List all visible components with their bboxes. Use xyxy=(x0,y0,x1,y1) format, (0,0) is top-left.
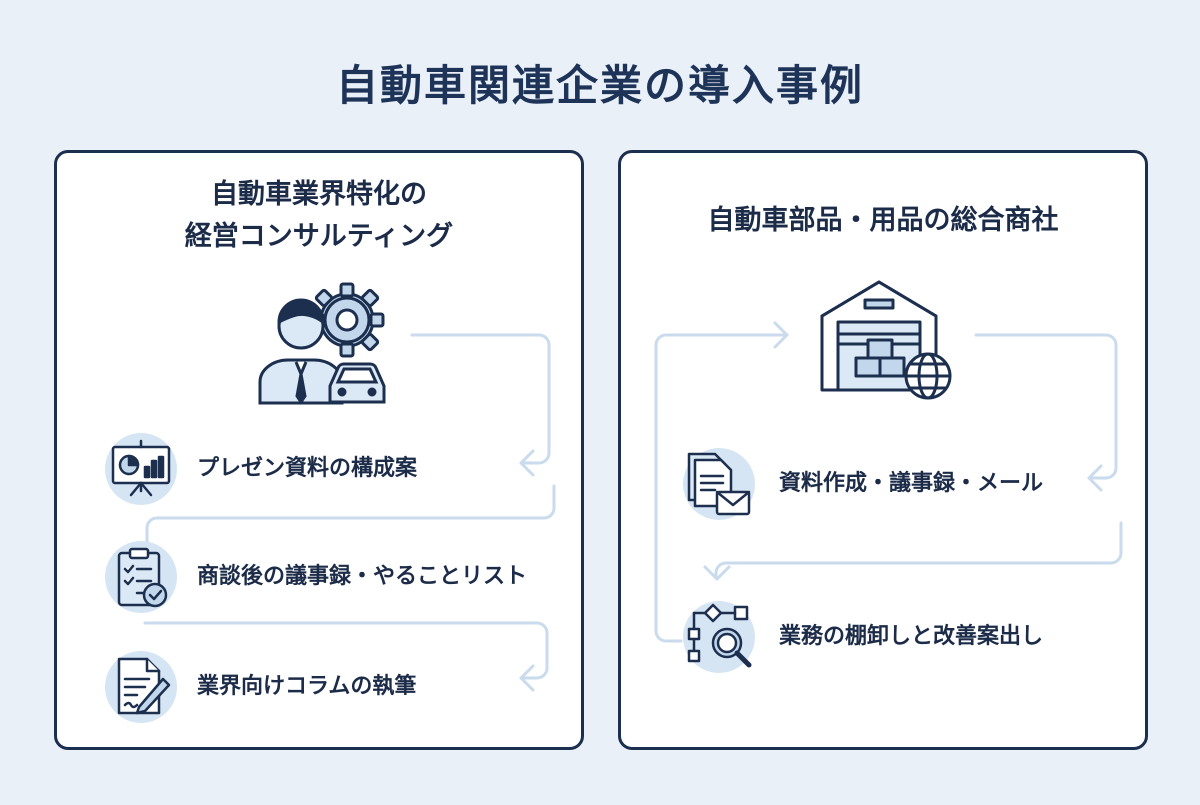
clipboard-checklist-icon xyxy=(105,541,177,613)
left-item-3-label: 業界向けコラムの執筆 xyxy=(197,674,417,699)
flowchart-magnifier-icon xyxy=(683,601,755,673)
left-item-2-label: 商談後の議事録・やることリスト xyxy=(197,564,528,589)
presentation-board-icon xyxy=(105,433,177,505)
right-item-2-label: 業務の棚卸しと改善案出し xyxy=(779,624,1044,649)
warehouse-globe-icon xyxy=(816,278,956,412)
right-flow-lines xyxy=(654,321,1123,643)
left-case-panel: 自動車業界特化の 経営コンサルティング xyxy=(54,150,584,750)
document-pen-icon xyxy=(105,651,177,723)
right-case-panel: 自動車部品・用品の総合商社 xyxy=(618,150,1148,750)
left-panel-title-line2: 経営コンサルティング xyxy=(184,221,454,252)
page-title: 自動車関連企業の導入事例 xyxy=(335,61,864,110)
consultant-gear-car-icon xyxy=(252,278,392,412)
left-item-1-label: プレゼン資料の構成案 xyxy=(197,456,418,481)
left-panel-title-line1: 自動車業界特化の xyxy=(211,179,427,210)
right-panel-title: 自動車部品・用品の総合商社 xyxy=(707,205,1059,236)
right-item-1-label: 資料作成・議事録・メール xyxy=(779,471,1044,496)
left-flow-lines xyxy=(143,333,556,692)
documents-mail-icon xyxy=(683,448,755,520)
